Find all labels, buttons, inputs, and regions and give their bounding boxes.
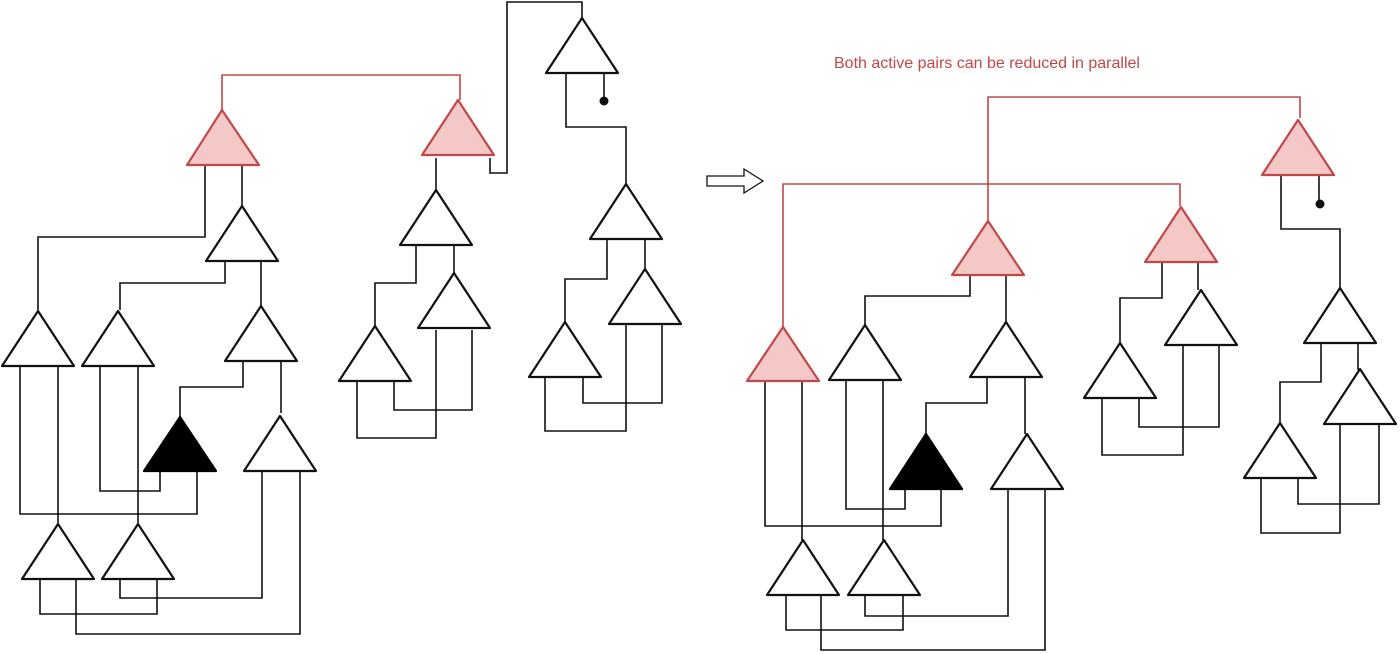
agent — [1302, 286, 1378, 345]
wire — [582, 324, 663, 404]
wire — [1138, 345, 1220, 428]
wire — [119, 261, 226, 310]
wire — [356, 330, 437, 439]
active-agent — [1260, 118, 1336, 177]
active-pair-wire — [782, 183, 1181, 327]
agent — [398, 188, 474, 247]
agent — [968, 320, 1044, 379]
agent — [1163, 288, 1239, 347]
wires-after — [764, 96, 1380, 651]
eraser-agent — [142, 415, 218, 473]
active-agent — [420, 98, 496, 157]
diagram-caption: Both active pairs can be reduced in para… — [834, 55, 1140, 72]
active-agent — [745, 325, 821, 383]
wire — [99, 366, 161, 492]
wire — [75, 471, 301, 635]
wire — [845, 381, 906, 510]
wire — [820, 489, 1046, 651]
agent — [100, 522, 176, 581]
agent — [1242, 421, 1318, 480]
wire — [1280, 173, 1341, 289]
agent — [527, 320, 603, 379]
agent — [765, 538, 841, 597]
agents-before — [0, 16, 683, 581]
wire — [544, 324, 627, 432]
agent — [1082, 341, 1158, 400]
wire — [119, 471, 263, 599]
agent — [846, 538, 922, 597]
wire — [179, 362, 244, 417]
eraser-agent — [888, 432, 964, 491]
wire — [864, 489, 1009, 617]
agent — [204, 204, 280, 263]
agent — [827, 323, 903, 382]
wire — [564, 239, 608, 322]
active-agent — [950, 219, 1026, 277]
agent — [1322, 367, 1398, 426]
wire — [764, 381, 942, 527]
wire — [925, 377, 988, 434]
wire — [1297, 424, 1380, 505]
agent — [416, 271, 492, 330]
wire — [489, 1, 583, 174]
agent — [337, 324, 413, 383]
agent — [588, 182, 664, 241]
agent — [607, 267, 683, 326]
double-arrow-right-icon — [706, 167, 765, 195]
eraser-port-dot — [1315, 199, 1325, 209]
agent — [20, 522, 96, 581]
wire — [565, 73, 627, 184]
agent — [242, 414, 318, 473]
wire — [374, 246, 417, 326]
active-pair-wire — [221, 74, 461, 110]
wire — [37, 165, 206, 310]
net-before — [0, 1, 683, 635]
wires-before — [19, 1, 663, 635]
wire — [1101, 345, 1184, 456]
agent — [544, 16, 620, 75]
active-agent — [1143, 205, 1219, 264]
eraser-port-dot — [599, 96, 609, 106]
wire — [39, 579, 158, 615]
net-after — [745, 96, 1398, 651]
wire — [1119, 261, 1163, 343]
wire — [1260, 424, 1341, 534]
wire — [785, 596, 904, 631]
active-pair-wire — [987, 96, 1301, 221]
agent — [0, 309, 76, 368]
agent — [989, 432, 1065, 491]
wire — [393, 330, 473, 411]
agent — [223, 304, 299, 363]
active-agent — [185, 108, 261, 167]
wire — [864, 274, 971, 325]
wire — [19, 366, 198, 515]
agents-after — [745, 118, 1398, 597]
agent — [80, 309, 156, 368]
wire — [1279, 344, 1322, 423]
